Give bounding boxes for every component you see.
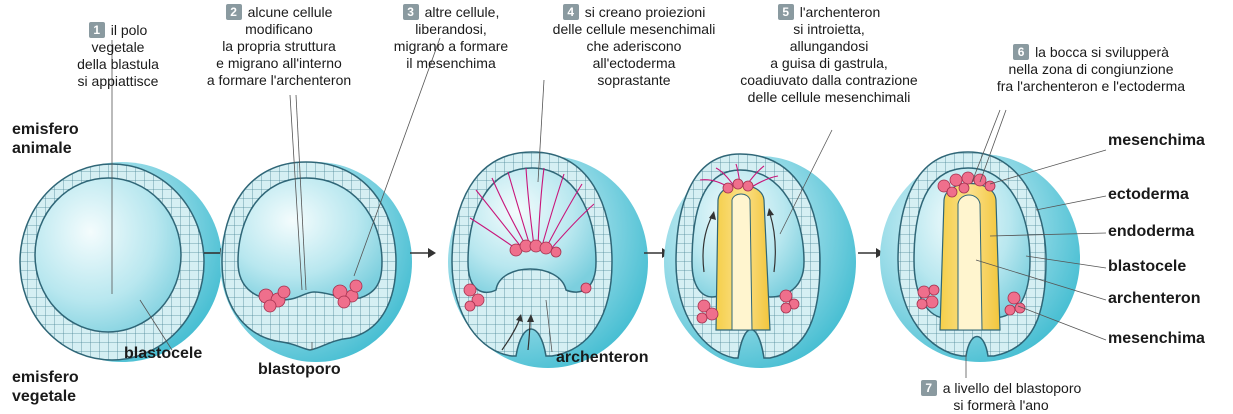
embryo-stage-5 bbox=[880, 110, 1106, 378]
step-3-badge: 3 bbox=[403, 4, 419, 20]
blastocele-label: blastocele bbox=[124, 344, 202, 363]
label-endoderma: endoderma bbox=[1108, 223, 1194, 241]
step-5-badge: 5 bbox=[778, 4, 794, 20]
label-ectoderma: ectoderma bbox=[1108, 186, 1189, 204]
arrow-right-icon bbox=[410, 248, 436, 258]
archenteron-label: archenteron bbox=[556, 348, 648, 367]
label-blastocele: blastocele bbox=[1108, 258, 1186, 276]
label-mesenchima-top: mesenchima bbox=[1108, 132, 1205, 150]
embryo-stage-3 bbox=[448, 80, 648, 368]
blastoporo-label: blastoporo bbox=[258, 360, 341, 379]
step-6-badge: 6 bbox=[1013, 44, 1029, 60]
step-2-badge: 2 bbox=[226, 4, 242, 20]
step-7-badge: 7 bbox=[921, 380, 937, 396]
animal-hemisphere-label: emisfero animale bbox=[12, 120, 79, 158]
step-1-badge: 1 bbox=[89, 22, 105, 38]
embryo-stage-4 bbox=[664, 130, 856, 368]
label-archenteron: archenteron bbox=[1108, 290, 1200, 308]
vegetal-hemisphere-label: emisfero vegetale bbox=[12, 368, 79, 406]
label-mesenchima-bottom: mesenchima bbox=[1108, 330, 1205, 348]
step-4-badge: 4 bbox=[563, 4, 579, 20]
